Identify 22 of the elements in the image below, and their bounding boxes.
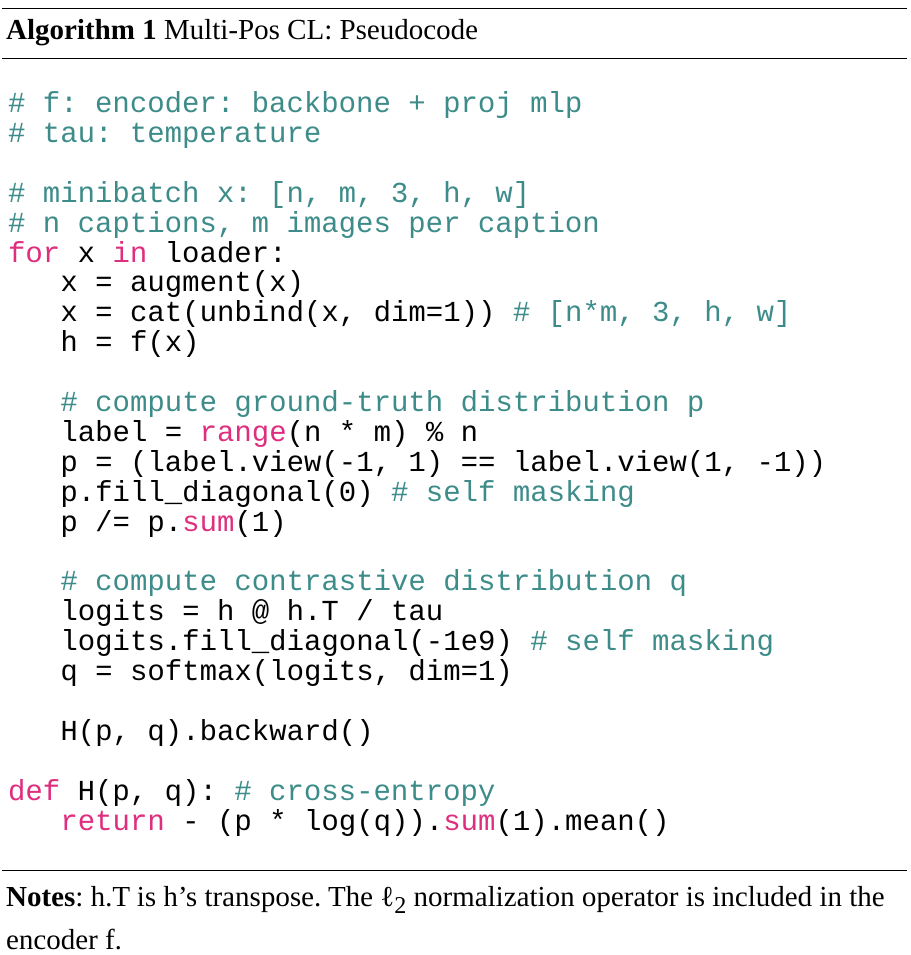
code-line: p = (label.view(-1, 1) == label.view(1, -1)) (60, 448, 826, 479)
code-line: # compute contrastive distribution q (60, 568, 687, 598)
algorithm-title: Algorithm 1 Multi-Pos CL: Pseudocode (6, 14, 478, 47)
code-line: return - (p * log(q)).sum(1).mean() (60, 808, 670, 838)
code-line: # tau: temperature (8, 120, 322, 150)
code-line: label = range(n * m) % n (60, 418, 478, 449)
code-line: # f: encoder: backbone + proj mlp (8, 90, 582, 120)
code-line: def H(p, q): # cross-entropy (8, 778, 496, 808)
code-line: q = softmax(logits, dim=1) (60, 658, 513, 688)
code-line: # compute ground-truth distribution p (60, 389, 704, 419)
code-line: p /= p.sum(1) (60, 508, 287, 539)
code-line: h = f(x) (60, 329, 200, 360)
notes-text: Notes: h.T is h’s transpose. The ℓ$_{2}$ normalization operator is included in the encoder f. (6, 880, 886, 955)
code-line: logits.fill_diagonal(-1e9) # self masking (60, 628, 774, 658)
code-line: logits = h @ h.T / tau (60, 598, 444, 628)
code-line: # n captions, m images per caption (8, 210, 600, 240)
code-line: x = cat(unbind(x, dim=1)) # [n*m, 3, h, w] (60, 299, 792, 330)
code-line: H(p, q).backward() (60, 718, 374, 748)
code-line: for x in loader: (8, 240, 286, 270)
code-line: p.fill_diagonal(0) # self masking (60, 478, 635, 509)
code-line: # minibatch x: [n, m, 3, h, w] (8, 180, 530, 210)
code-line: x = augment(x) (60, 269, 304, 300)
